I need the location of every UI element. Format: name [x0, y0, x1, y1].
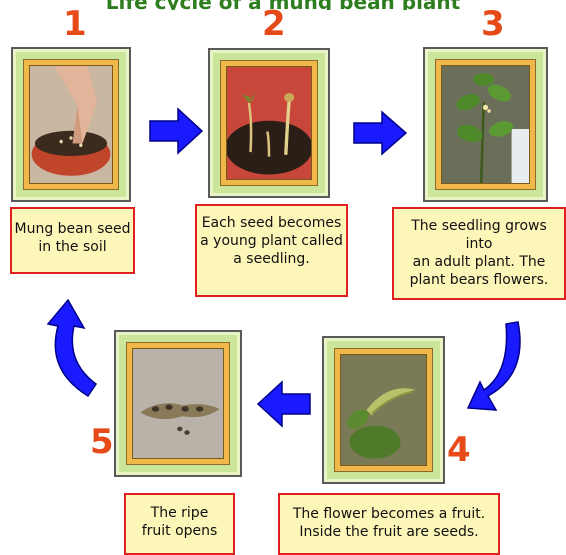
- caption-step-1: Mung bean seed in the soil: [10, 207, 135, 274]
- photo-frame-seed-planting: [11, 47, 131, 202]
- fruit-photo: [341, 355, 426, 465]
- photo-frame-fruit: [322, 336, 445, 484]
- curved-up-arrow-icon: [38, 296, 98, 400]
- photo-frame-seedling: [208, 48, 330, 198]
- seed-planting-photo: [30, 66, 112, 183]
- right-arrow-icon: [148, 107, 204, 155]
- curved-down-arrow-icon: [462, 318, 530, 418]
- caption-step-2: Each seed becomes a young plant called a…: [195, 204, 348, 297]
- seedling-photo: [227, 67, 311, 179]
- step-number-2: 2: [262, 7, 286, 41]
- caption-step-5: The ripe fruit opens: [124, 493, 235, 555]
- step-number-3: 3: [481, 7, 505, 41]
- step-number-1: 1: [63, 7, 87, 41]
- photo-frame-adult-plant: [423, 47, 548, 202]
- step-number-5: 5: [90, 425, 114, 459]
- caption-step-3: The seedling grows into an adult plant. …: [392, 207, 566, 300]
- right-arrow-icon: [352, 110, 408, 156]
- ripe-fruit-photo: [133, 349, 223, 458]
- left-arrow-icon: [256, 380, 312, 428]
- photo-frame-ripe-fruit: [114, 330, 242, 477]
- adult-plant-photo: [442, 66, 529, 183]
- step-number-4: 4: [447, 433, 471, 467]
- caption-step-4: The flower becomes a fruit. Inside the f…: [278, 493, 500, 555]
